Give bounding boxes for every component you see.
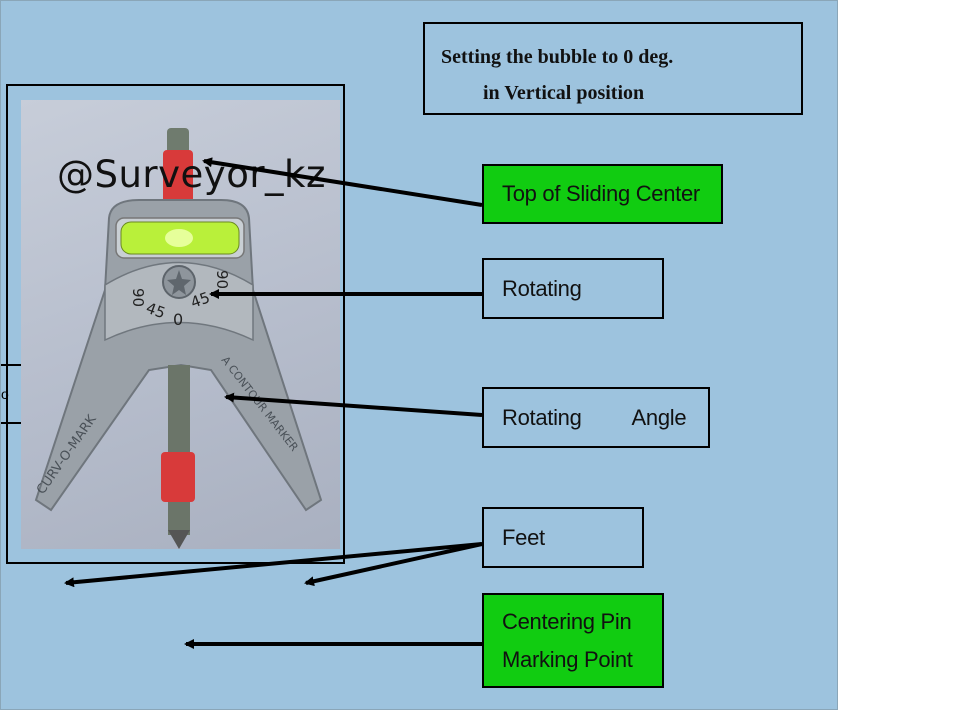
- knob-star: [167, 270, 191, 295]
- left-partial-label: o: [1, 386, 9, 402]
- label-text: Marking Point: [502, 646, 633, 672]
- slide: Setting the bubble to 0 deg. in Vertical…: [0, 0, 838, 710]
- arrow-feet-right: [304, 542, 483, 587]
- label-text: Rotating: [502, 275, 582, 301]
- contour-marker-illustration: 90 45 0 45 90 CURV-O-MARK A CONTOUR MARK…: [34, 128, 323, 549]
- dial-number: 90: [213, 270, 231, 289]
- label-text: Rotating: [502, 404, 582, 430]
- label-text: Feet: [502, 524, 545, 550]
- arrow-rotating-angle: [224, 392, 483, 417]
- label-rotating: Rotating: [482, 258, 664, 319]
- dial-number: 45: [188, 288, 212, 311]
- title-box: Setting the bubble to 0 deg. in Vertical…: [423, 22, 803, 115]
- label-centering-pin: Centering Pin Marking Point: [482, 593, 664, 688]
- top-red-sleeve: [163, 150, 193, 210]
- label-rotating-angle: Rotating Angle: [482, 387, 710, 448]
- lower-red-sleeve: [161, 452, 195, 502]
- bubble: [165, 229, 193, 247]
- arrow-feet-left: [64, 542, 483, 588]
- arrow-top-of-sliding-center: [202, 157, 483, 207]
- label-text: Centering Pin: [502, 608, 632, 634]
- label-text: Top of Sliding Center: [502, 181, 700, 206]
- title-line-1: Setting the bubble to 0 deg.: [441, 46, 674, 68]
- dial-number: 0: [173, 310, 183, 329]
- centering-pin-tip: [168, 530, 190, 549]
- protractor-dial: [104, 261, 254, 342]
- label-text: Angle: [631, 404, 687, 430]
- label-top-of-sliding-center: Top of Sliding Center: [482, 164, 723, 224]
- photo-frame: [6, 84, 345, 564]
- dial-number: 90: [129, 288, 147, 307]
- arrows-layer: [64, 157, 483, 649]
- dial-number: 45: [144, 299, 168, 322]
- label-feet: Feet: [482, 507, 644, 568]
- title-line-2: in Vertical position: [483, 82, 645, 104]
